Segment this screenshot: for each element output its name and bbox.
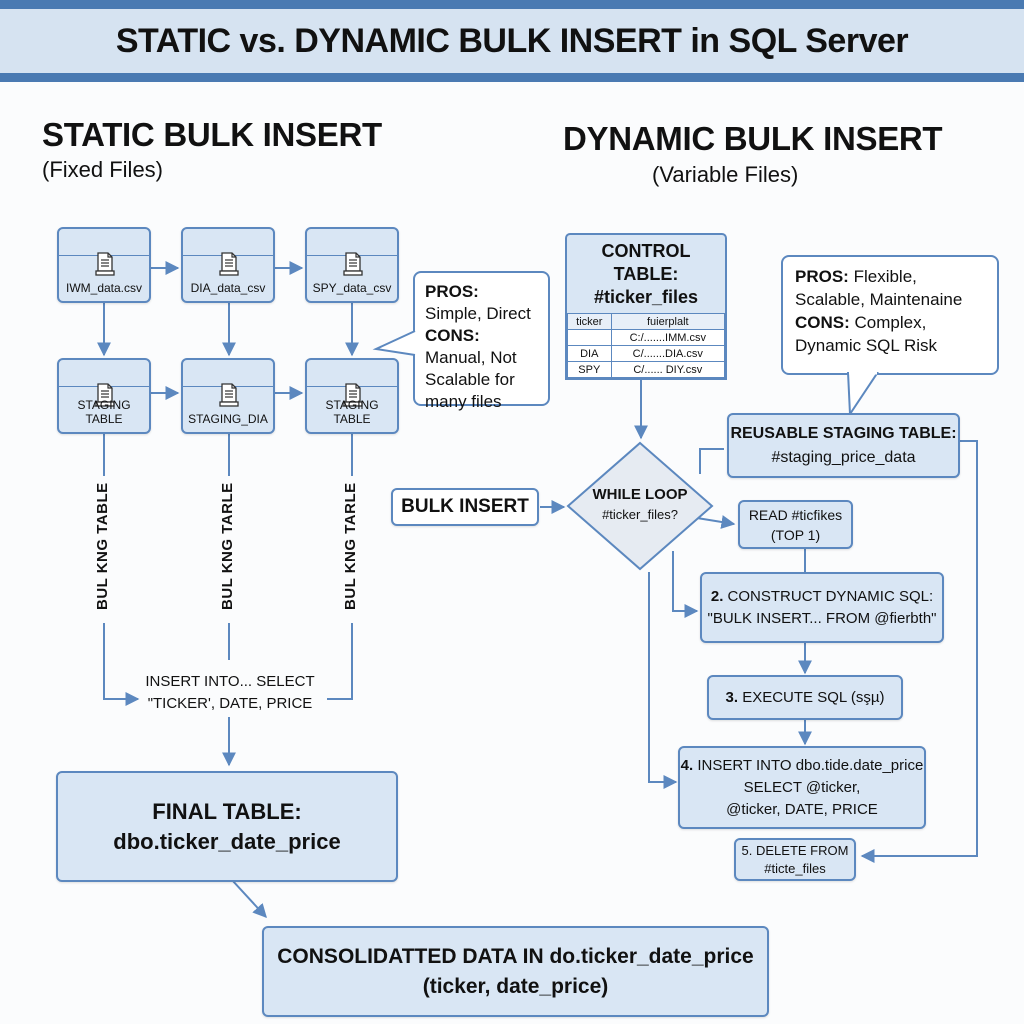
- while-loop-title: WHILE LOOP: [592, 486, 688, 503]
- cons-label: CONS:: [425, 326, 480, 345]
- vertical-label: BUL KNG TARLE: [342, 482, 359, 610]
- pros-text: Flexible, Scalable, Maintenaine: [795, 267, 963, 309]
- consolidated-line1: CONSOLIDATTED DATA IN do.ticker_date_pri…: [277, 944, 754, 968]
- vertical-label: BUL KNG TABLE: [94, 482, 111, 610]
- file-name: SPY_data_csv: [312, 281, 392, 295]
- column-header: ticker: [567, 313, 612, 330]
- final-table-title: FINAL TABLE:: [152, 798, 302, 824]
- cons-text: Manual, Not Scalable for many files: [425, 348, 517, 411]
- dynamic-heading: DYNAMIC BULK INSERT: [563, 120, 943, 157]
- while-loop-decision[interactable]: WHILE LOOP #ticker_files?: [566, 441, 714, 571]
- control-table[interactable]: CONTROL TABLE: #ticker_files ticker fuie…: [565, 233, 727, 380]
- line-left-to-insert: [103, 623, 140, 706]
- reusable-staging-name: #staging_price_data: [771, 448, 916, 466]
- pros-text: Simple, Direct: [425, 304, 531, 323]
- bulk-insert-label: BULK INSERT: [401, 496, 529, 517]
- step-insert-line2: SELECT @ticker,: [743, 778, 861, 796]
- static-subheading: (Fixed Files): [42, 157, 164, 182]
- reusable-staging-box[interactable]: REUSABLE STAGING TABLE: #staging_price_d…: [727, 413, 960, 478]
- static-pros-cons-callout: PROS: Simple, Direct CONS: Manual, Not S…: [413, 271, 550, 411]
- arrow-while-step4: [648, 572, 678, 789]
- document-icon: [95, 383, 115, 407]
- table-cell: C:/.......IMM.csv: [610, 329, 726, 346]
- dynamic-pros-cons-callout: PROS: Flexible, Scalable, Maintenaine CO…: [781, 255, 999, 375]
- table-row: SPY C/...... DIY.csv: [567, 361, 726, 378]
- step-construct-line1: 2. CONSTRUCT DYNAMIC SQL:: [711, 586, 933, 608]
- control-table-title-line2: #ticker_files: [593, 287, 699, 307]
- table-cell: DIA: [567, 345, 612, 362]
- consolidated-box[interactable]: CONSOLIDATTED DATA IN do.ticker_date_pri…: [262, 926, 769, 1017]
- arrow-final-consolidated: [231, 879, 267, 919]
- staging-name: STAGING_DIA: [188, 412, 268, 426]
- step-execute-title: EXECUTE SQL (sşµ): [742, 689, 885, 706]
- document-icon: [219, 252, 239, 276]
- column-header: fuierplalt: [610, 313, 726, 330]
- cons-text: Complex, Dynamic SQL Risk: [795, 313, 938, 355]
- insert-select-text: INSERT INTO... SELECT "TICKER', DATE, PR…: [140, 671, 320, 715]
- step-construct-title: CONSTRUCT DYNAMIC SQL:: [727, 587, 934, 605]
- step-insert-title: INSERT INTO dbo.tide.date_price: [697, 756, 924, 774]
- step-delete-line1: 5. DELETE FROM: [741, 842, 849, 858]
- table-cell: [567, 329, 612, 346]
- step-insert-line1: 4. INSERT INTO dbo.tide.date_price: [681, 755, 924, 777]
- step-number: 4.: [680, 756, 694, 774]
- staging-box[interactable]: STAGING_DIA: [181, 358, 275, 434]
- final-table-name: dbo.ticker_date_price: [113, 828, 341, 854]
- file-box[interactable]: DIA_data_csv: [181, 227, 275, 303]
- step-insert-into-box[interactable]: 4. INSERT INTO dbo.tide.date_price SELEC…: [678, 746, 926, 829]
- file-box[interactable]: SPY_data_csv: [305, 227, 399, 303]
- step-number: 2.: [710, 587, 724, 605]
- document-icon: [343, 383, 363, 407]
- file-box[interactable]: IWM_data.csv: [57, 227, 151, 303]
- while-loop-condition: #ticker_files?: [602, 507, 678, 522]
- staging-name: STAGING TABLE: [325, 398, 379, 426]
- step-delete-line2: #ticte_files: [764, 860, 826, 876]
- step-read-line1: READ #ticfikes: [748, 506, 843, 523]
- title-banner: STATIC vs. DYNAMIC BULK INSERT in SQL Se…: [0, 0, 1024, 82]
- step-execute-line1: 3. EXECUTE SQL (sşµ): [726, 689, 885, 706]
- document-icon: [95, 252, 115, 276]
- callout-tail: [847, 372, 879, 416]
- step-construct-sql-box[interactable]: 2. CONSTRUCT DYNAMIC SQL: "BULK INSERT..…: [700, 572, 944, 643]
- table-row: DIA C/.......DIA.csv: [567, 345, 726, 362]
- file-name: DIA_data_csv: [190, 281, 266, 295]
- document-icon: [343, 252, 363, 276]
- insert-select-line2: "TICKER', DATE, PRICE: [147, 695, 313, 712]
- step-insert-line3: @ticker, DATE, PRICE: [726, 800, 878, 818]
- control-table-title-line1: CONTROL TABLE:: [601, 241, 691, 284]
- final-table-box[interactable]: FINAL TABLE: dbo.ticker_date_price: [56, 771, 398, 882]
- control-table-grid: ticker fuierplalt C:/.......IMM.csv DIA …: [567, 313, 726, 378]
- pros-label: PROS:: [795, 267, 849, 286]
- insert-select-line1: INSERT INTO... SELECT: [145, 673, 315, 690]
- dynamic-subheading: (Variable Files): [652, 162, 799, 187]
- consolidated-line2: (ticker, date_price): [422, 974, 609, 998]
- bulk-insert-box[interactable]: BULK INSERT: [391, 488, 539, 526]
- callout-tail: [372, 330, 416, 356]
- table-row: C:/.......IMM.csv: [567, 329, 726, 346]
- page-title: STATIC vs. DYNAMIC BULK INSERT in SQL Se…: [115, 21, 909, 60]
- step-read-line2: (TOP 1): [770, 526, 821, 543]
- staging-box[interactable]: STAGING TABLE: [305, 358, 399, 434]
- vertical-label: BUL KNG TARLE: [219, 482, 236, 610]
- while-loop-text: WHILE LOOP #ticker_files?: [566, 485, 714, 525]
- diamond-shape: [566, 441, 714, 571]
- step-execute-sql-box[interactable]: 3. EXECUTE SQL (sşµ): [707, 675, 903, 720]
- control-table-title: CONTROL TABLE: #ticker_files: [567, 235, 725, 313]
- step-number: 3.: [725, 689, 739, 706]
- file-name: IWM_data.csv: [65, 281, 143, 295]
- static-heading: STATIC BULK INSERT: [42, 116, 382, 153]
- pros-label: PROS:: [425, 282, 479, 301]
- line-right-to-insert: [327, 623, 353, 700]
- table-cell: C/...... DIY.csv: [610, 361, 726, 378]
- document-icon: [219, 383, 239, 407]
- reusable-staging-title: REUSABLE STAGING TABLE:: [730, 424, 957, 442]
- staging-name: STAGING TABLE: [77, 398, 131, 426]
- table-cell: C/.......DIA.csv: [610, 345, 726, 362]
- step-delete-box[interactable]: 5. DELETE FROM #ticte_files: [734, 838, 856, 881]
- staging-box[interactable]: STAGING TABLE: [57, 358, 151, 434]
- step-read-box[interactable]: READ #ticfikes (TOP 1): [738, 500, 853, 549]
- cons-label: CONS:: [795, 313, 850, 332]
- step-construct-line2: "BULK INSERT... FROM @fierbth": [707, 609, 937, 627]
- table-cell: SPY: [567, 361, 612, 378]
